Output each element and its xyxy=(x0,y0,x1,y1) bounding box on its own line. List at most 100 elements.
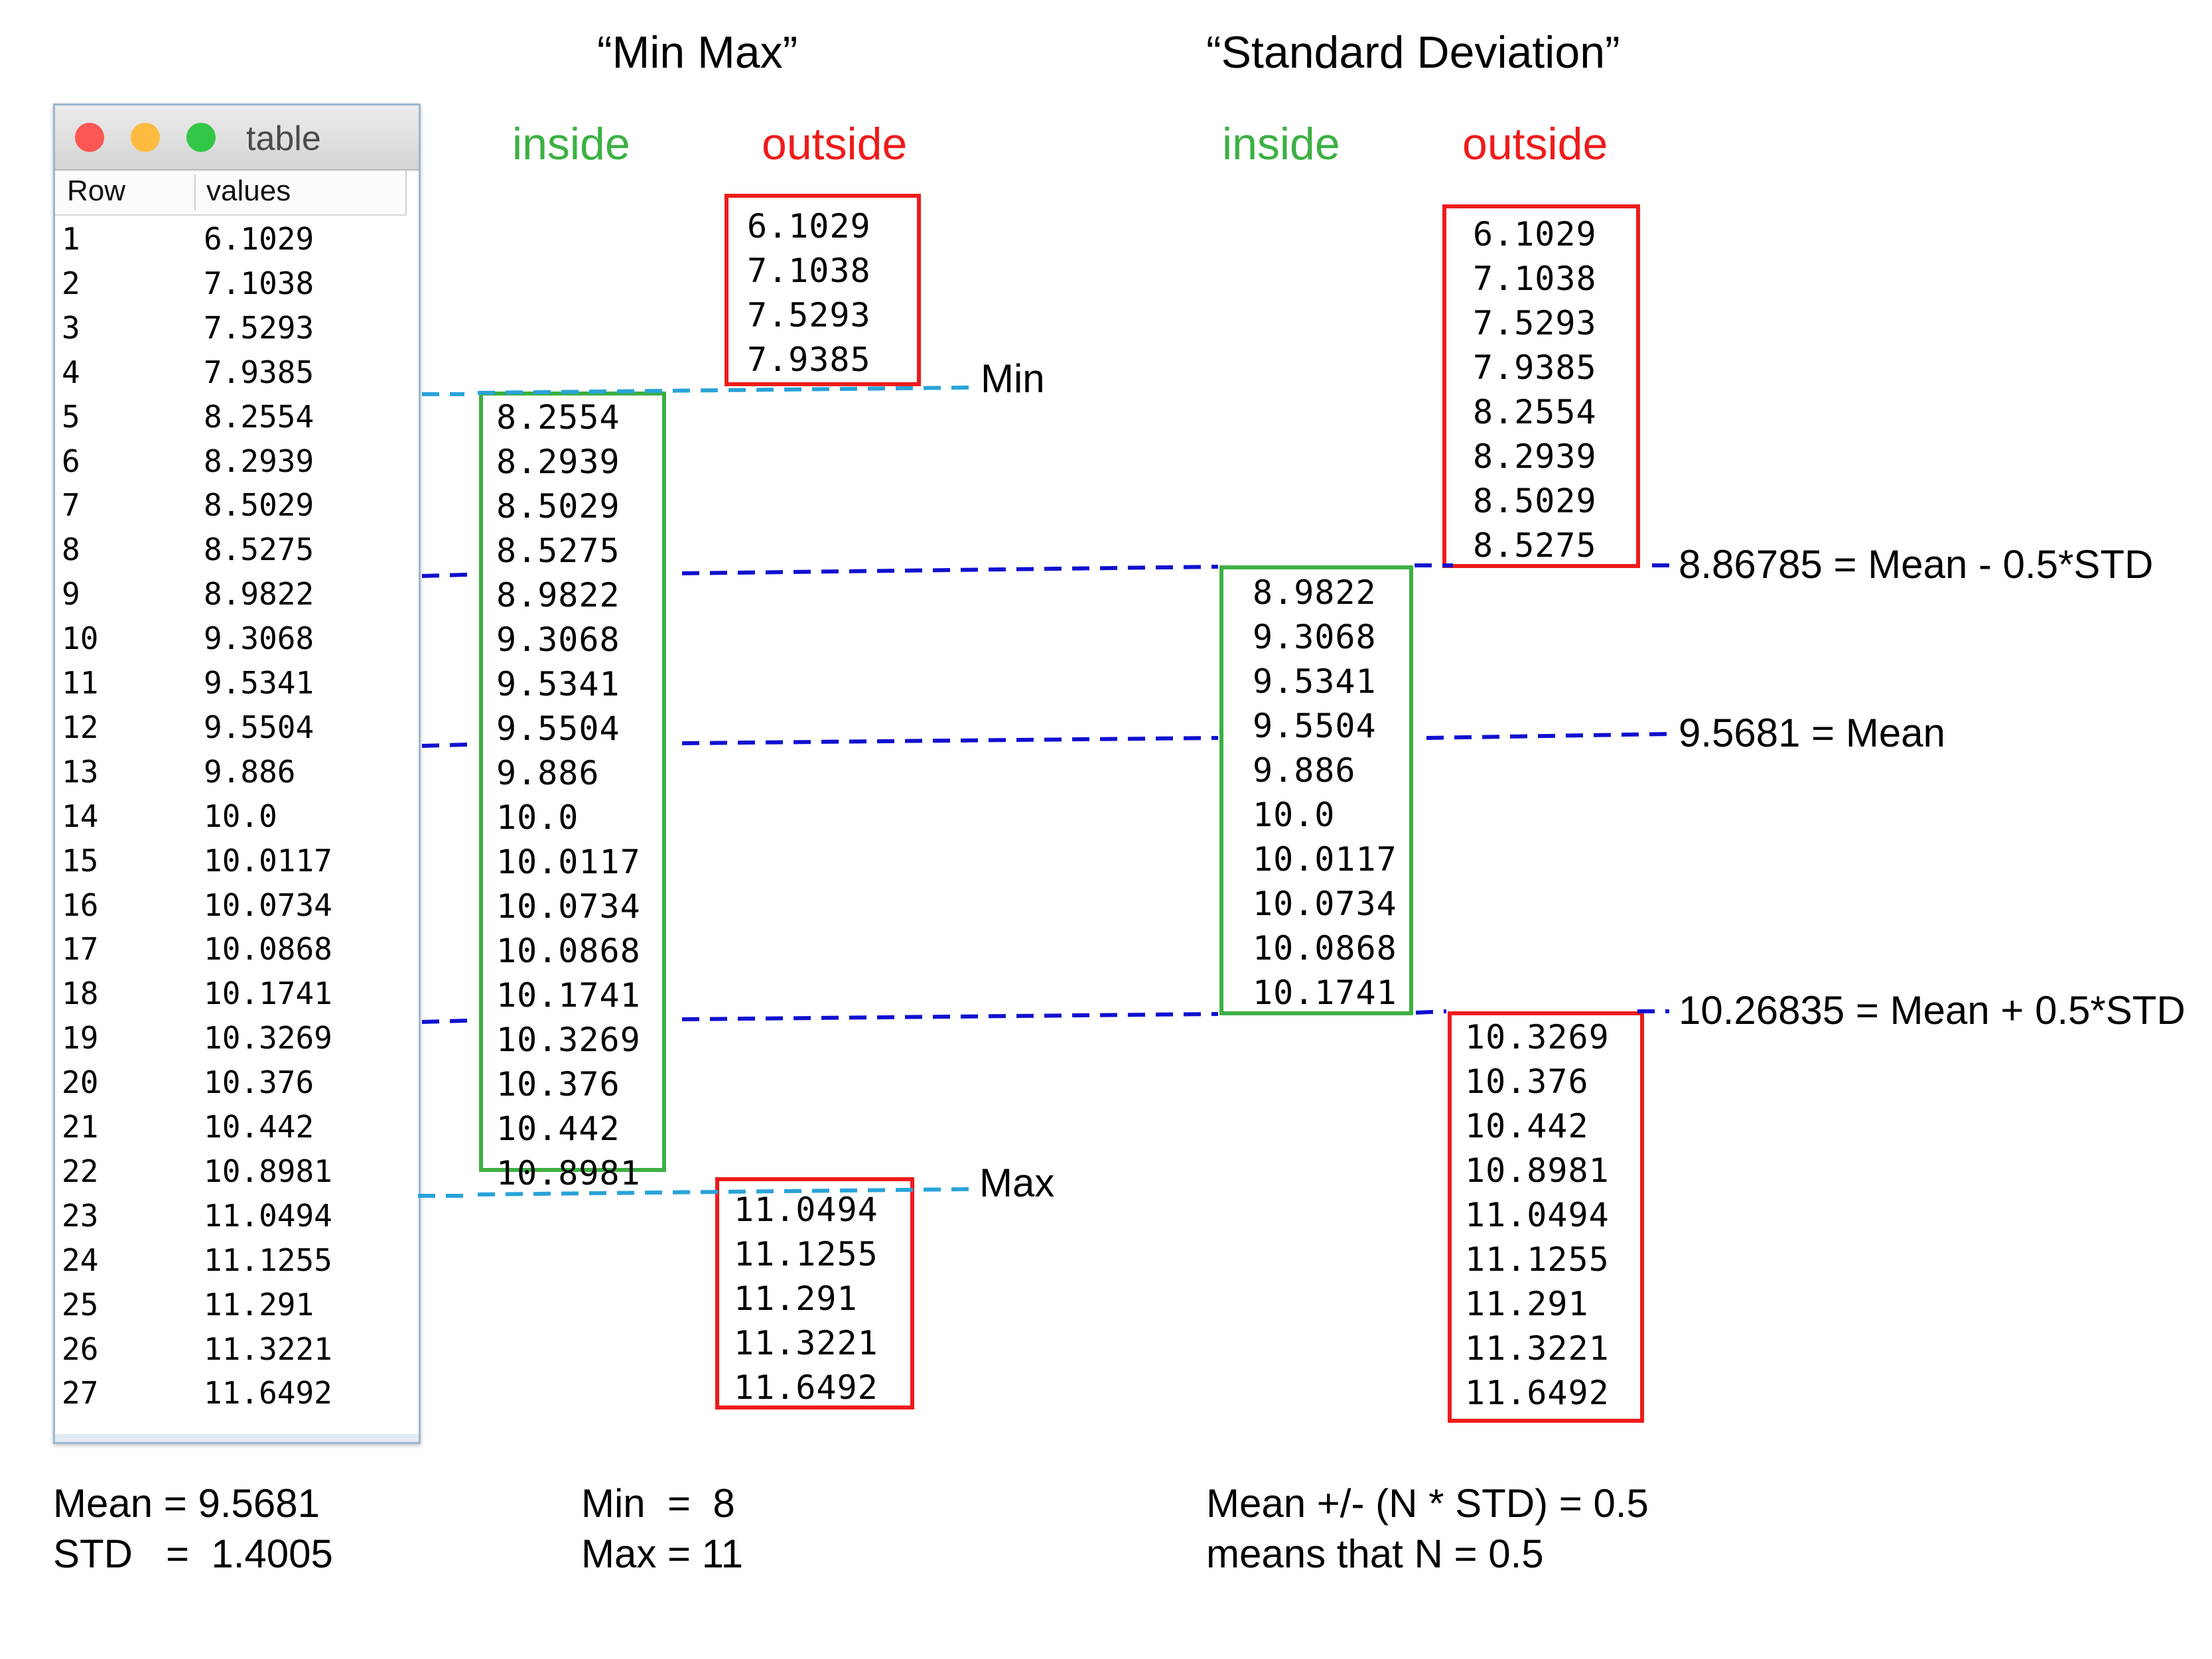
minmax-outside-bottom-value: 11.6492 xyxy=(734,1368,878,1407)
row-number: 10 xyxy=(62,620,99,657)
std-lower-label: 8.86785 = Mean - 0.5*STD xyxy=(1679,542,2154,587)
row-value: 9.886 xyxy=(204,753,296,790)
row-value: 10.442 xyxy=(204,1109,314,1145)
max-line xyxy=(477,1187,969,1196)
std-inside-value: 9.886 xyxy=(1253,751,1356,790)
std-outside-top-value: 7.5293 xyxy=(1473,304,1597,342)
minimize-button[interactable] xyxy=(131,123,160,152)
std-outside-top-value: 7.9385 xyxy=(1473,348,1597,387)
row-value: 9.5341 xyxy=(204,665,314,701)
minmax-inside-value: 10.3269 xyxy=(496,1021,641,1059)
std-outside-bottom-value: 11.0494 xyxy=(1465,1196,1610,1234)
upper-line-right xyxy=(1415,1009,1447,1015)
std-inside-label: inside xyxy=(1222,119,1340,169)
row-value: 7.9385 xyxy=(204,354,314,390)
row-number: 3 xyxy=(62,309,80,346)
minmax-inside-label: inside xyxy=(512,119,630,169)
minmax-outside-top-value: 6.1029 xyxy=(747,207,871,246)
mean-line-window xyxy=(421,743,469,748)
std-inside-value: 10.0117 xyxy=(1253,840,1397,879)
row-number: 12 xyxy=(62,709,99,745)
std-inside-value: 9.3068 xyxy=(1253,618,1377,656)
window-titlebar[interactable]: table xyxy=(55,106,419,171)
table-row[interactable]: 14 10.0 xyxy=(55,794,419,838)
column-header-row[interactable]: Row xyxy=(67,175,126,207)
minmax-inside-value: 10.0117 xyxy=(496,843,641,881)
zoom-button[interactable] xyxy=(186,123,216,152)
minmax-inside-value: 9.5504 xyxy=(496,709,620,748)
row-number: 13 xyxy=(62,753,99,790)
row-value: 10.0734 xyxy=(204,887,332,923)
row-number: 23 xyxy=(62,1197,99,1234)
column-header-values[interactable]: values xyxy=(206,175,291,207)
std-mean-label: 9.5681 = Mean xyxy=(1679,711,1945,755)
row-number: 24 xyxy=(62,1242,99,1278)
row-value: 11.6492 xyxy=(204,1375,332,1411)
row-value: 11.291 xyxy=(204,1286,314,1323)
row-number: 21 xyxy=(62,1109,99,1145)
minmax-inside-value: 10.0734 xyxy=(496,887,641,926)
std-outside-bottom-value: 10.376 xyxy=(1465,1062,1589,1101)
row-value: 10.0868 xyxy=(204,931,332,968)
row-number: 1 xyxy=(62,221,80,257)
std-outside-top-value: 8.5029 xyxy=(1473,482,1597,520)
column-divider xyxy=(194,175,196,210)
minmax-inside-value: 9.5341 xyxy=(496,665,620,703)
table-row[interactable]: 25 11.291 xyxy=(55,1283,419,1327)
std-inside-value: 9.5504 xyxy=(1253,707,1377,745)
row-number: 25 xyxy=(62,1286,99,1323)
table-row[interactable]: 21 10.442 xyxy=(55,1105,419,1149)
column-divider-end xyxy=(405,171,407,214)
row-value: 8.5275 xyxy=(204,532,314,568)
row-value: 10.8981 xyxy=(204,1153,332,1189)
mean-line-right xyxy=(1426,732,1670,740)
row-value: 10.0 xyxy=(204,798,277,834)
std-outside-top-value: 7.1038 xyxy=(1473,259,1597,298)
minmax-outside-label: outside xyxy=(762,119,908,169)
row-value: 8.5029 xyxy=(204,487,314,524)
minmax-outside-bottom-value: 11.1255 xyxy=(734,1235,878,1273)
std-inside-value: 10.1741 xyxy=(1253,974,1397,1012)
footer-std: STD = 1.4005 xyxy=(53,1532,333,1576)
minmax-inside-value: 10.376 xyxy=(496,1065,620,1104)
row-value: 8.2939 xyxy=(204,443,314,479)
std-upper-label: 10.26835 = Mean + 0.5*STD xyxy=(1679,988,2185,1033)
minmax-inside-value: 10.442 xyxy=(496,1110,620,1148)
minmax-inside-value: 8.9822 xyxy=(496,576,620,614)
minmax-inside-value: 10.1741 xyxy=(496,976,641,1015)
row-number: 14 xyxy=(62,798,99,834)
minmax-inside-value: 10.0868 xyxy=(496,932,641,970)
upper-line-mid xyxy=(681,1012,1219,1021)
close-button[interactable] xyxy=(75,123,104,152)
row-value: 10.376 xyxy=(204,1064,314,1101)
minmax-title: “Min Max” xyxy=(597,27,798,78)
std-outside-bottom-value: 11.6492 xyxy=(1465,1374,1610,1412)
table-row[interactable]: 13 9.886 xyxy=(55,750,419,794)
